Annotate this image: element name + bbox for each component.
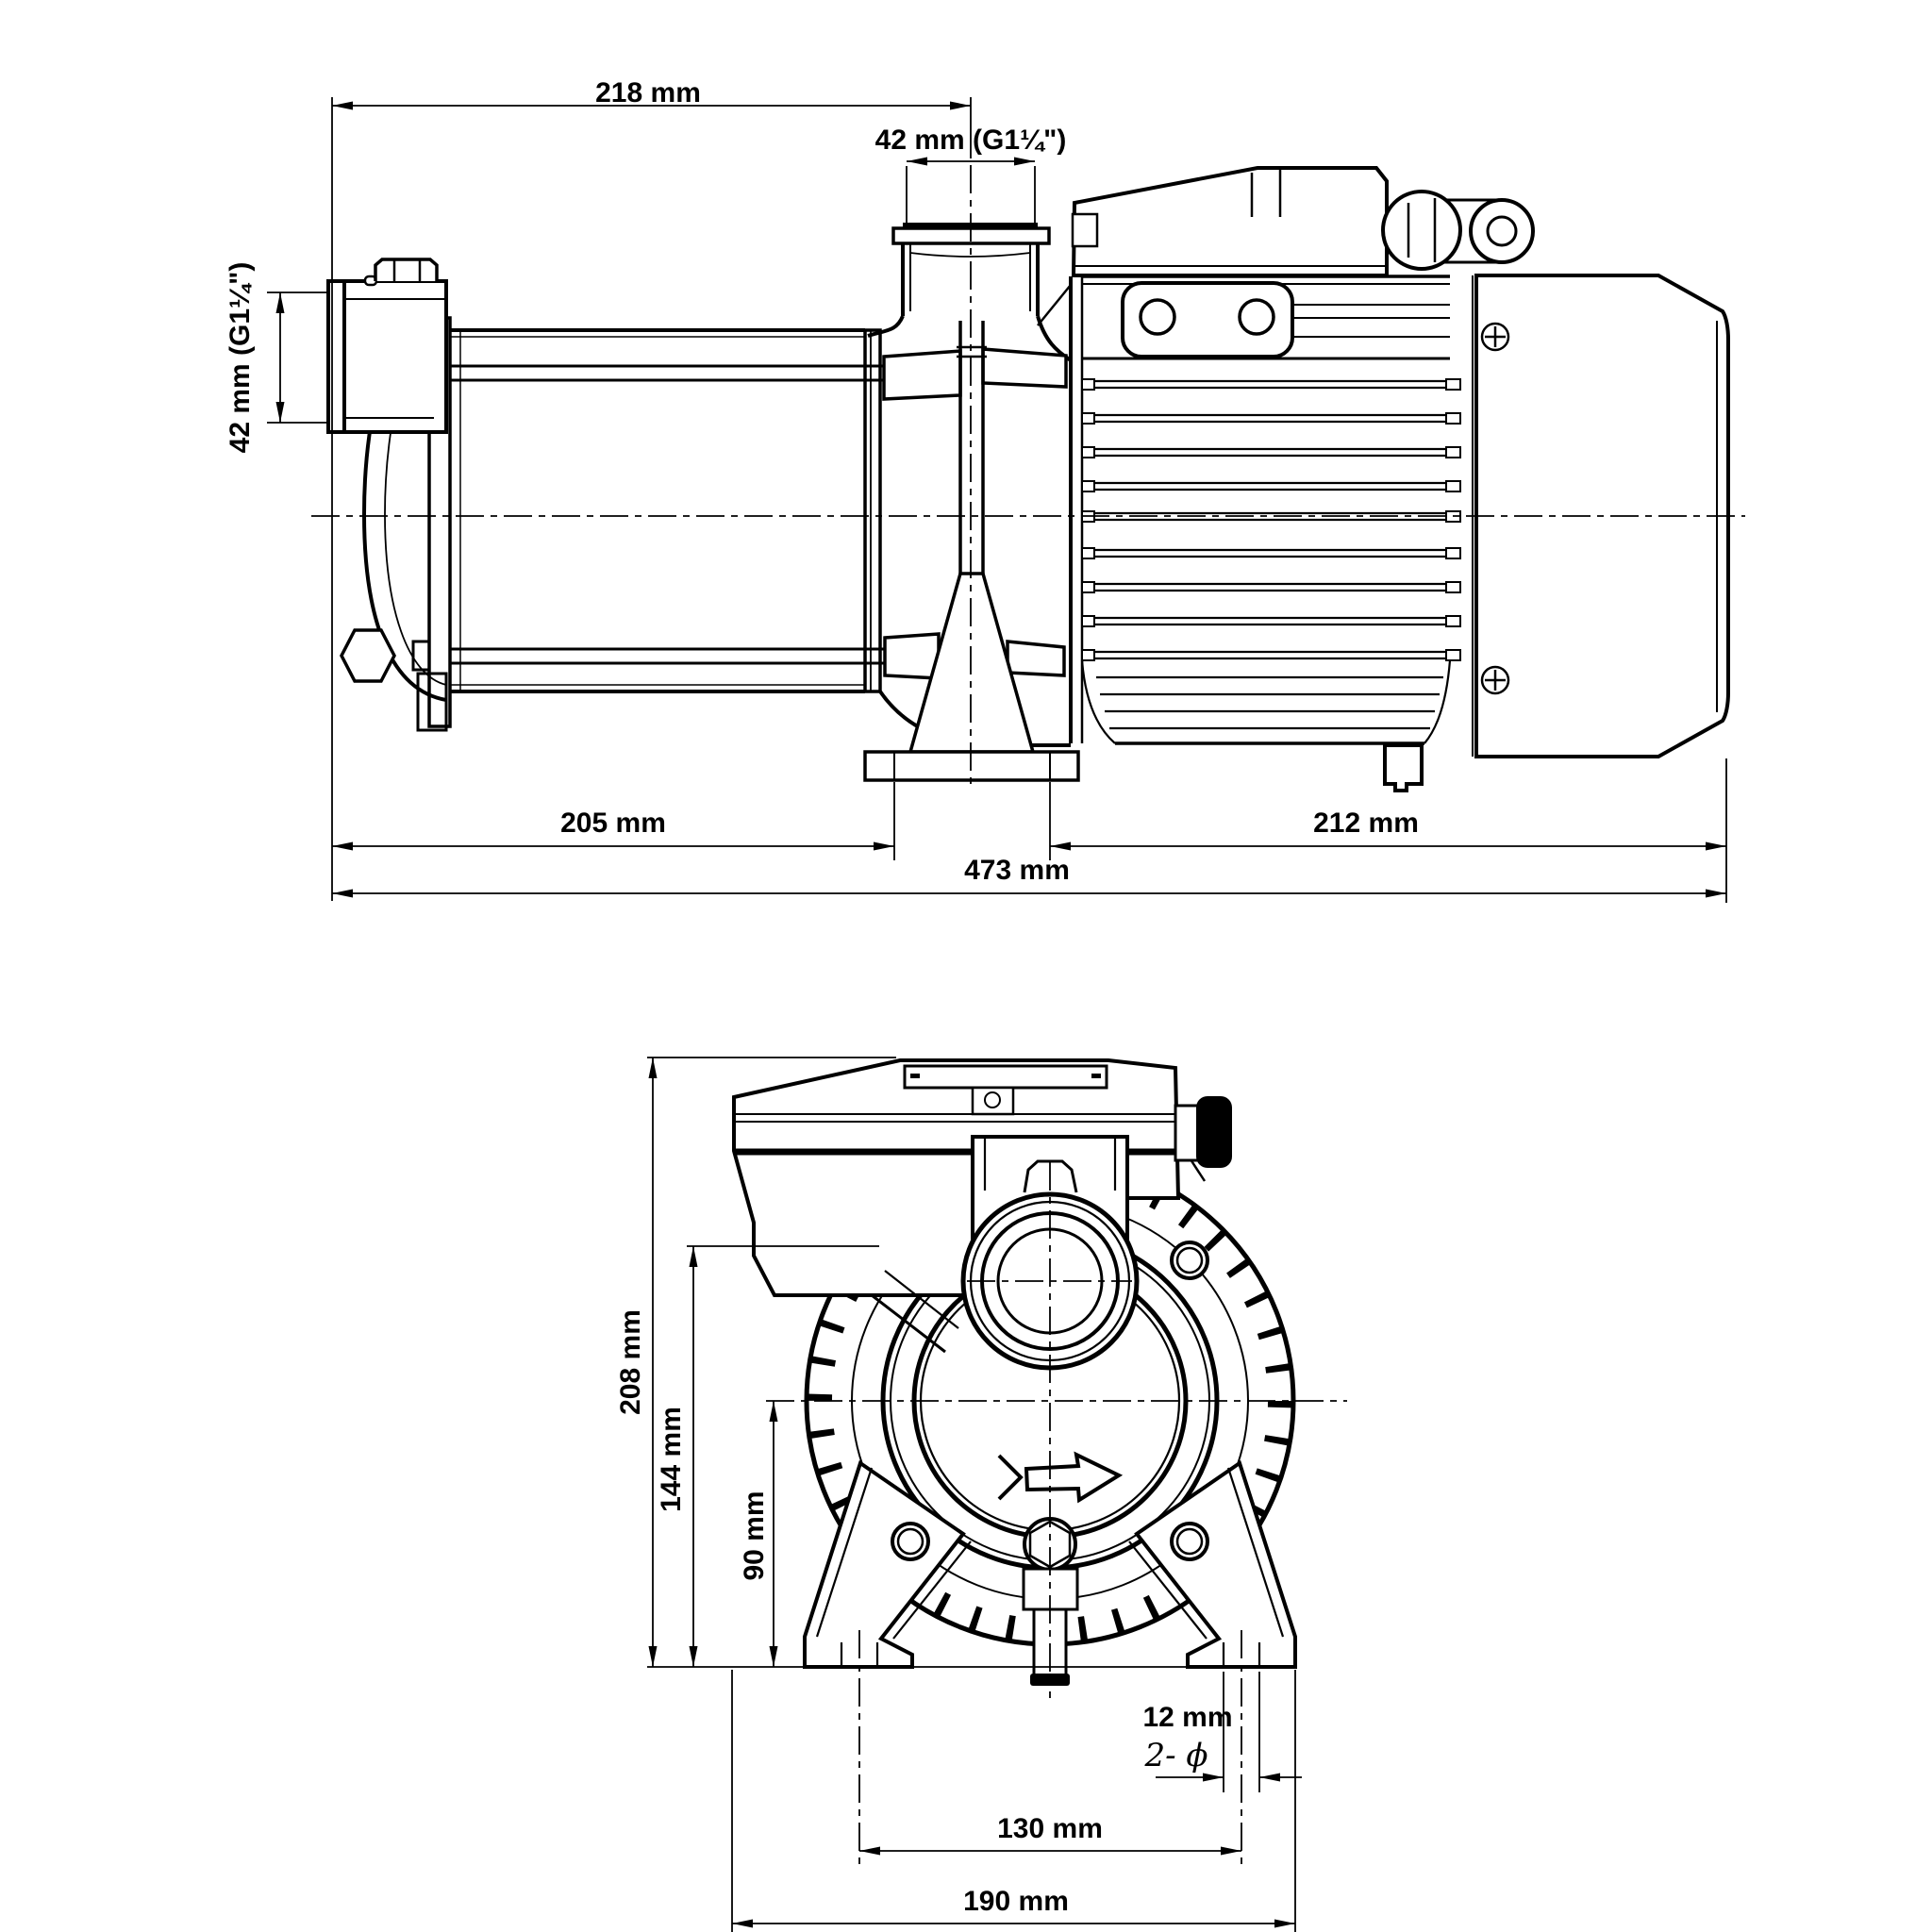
dim-label-12: 12 mm xyxy=(1142,1702,1232,1733)
front-view: 208 mm 144 mm 90 mm 12 mm 2- ϕ 130 mm 19… xyxy=(615,1057,1347,1932)
dim-label-42-port: 42 mm (G1¼") xyxy=(875,125,1067,156)
dim-label-130: 130 mm xyxy=(997,1813,1103,1844)
pump-barrel xyxy=(416,316,882,732)
cable-gland-front xyxy=(1174,1096,1232,1168)
end-cap-screws xyxy=(1480,322,1510,695)
left-foot xyxy=(803,1459,966,1669)
dimensions-side xyxy=(267,97,1727,903)
right-foot xyxy=(1134,1459,1297,1669)
motor-skirt xyxy=(1080,659,1452,745)
drain-plug-hex xyxy=(340,628,396,683)
dim-label-473: 473 mm xyxy=(964,855,1070,886)
dimensions-front xyxy=(647,1057,1302,1932)
terminal-box-side xyxy=(1071,166,1389,277)
mounting-feet xyxy=(803,1459,1297,1669)
flange-bolt xyxy=(374,258,439,281)
motor-lug-plate xyxy=(1121,281,1294,358)
dim-label-190: 190 mm xyxy=(963,1886,1069,1917)
centerlines-front xyxy=(766,1162,1347,1866)
motor-fins xyxy=(1081,378,1461,661)
dim-label-218: 218 mm xyxy=(595,77,701,108)
dim-label-42-suction: 42 mm (G1¼") xyxy=(225,262,256,454)
dim-label-212: 212 mm xyxy=(1313,808,1419,839)
foot-base-plate xyxy=(863,750,1080,782)
motor-fin-ticks xyxy=(808,1158,1292,1643)
dim-label-205: 205 mm xyxy=(560,808,666,839)
dim-note-2-holes: 2- ϕ xyxy=(1143,1737,1208,1774)
support-foot xyxy=(863,321,1080,782)
dim-label-208: 208 mm xyxy=(615,1309,646,1415)
dim-label-90: 90 mm xyxy=(739,1491,770,1580)
side-view: 218 mm 42 mm (G1¼") 42 mm (G1¼") 205 mm … xyxy=(225,77,1745,903)
centerlines-side xyxy=(311,165,1745,788)
motor-foot-tab xyxy=(1383,743,1424,792)
suction-flange xyxy=(326,258,448,434)
box-top-plate xyxy=(903,1064,1108,1090)
dim-label-144: 144 mm xyxy=(656,1407,687,1512)
cable-gland-side xyxy=(1381,190,1535,271)
tie-rods xyxy=(411,357,885,672)
